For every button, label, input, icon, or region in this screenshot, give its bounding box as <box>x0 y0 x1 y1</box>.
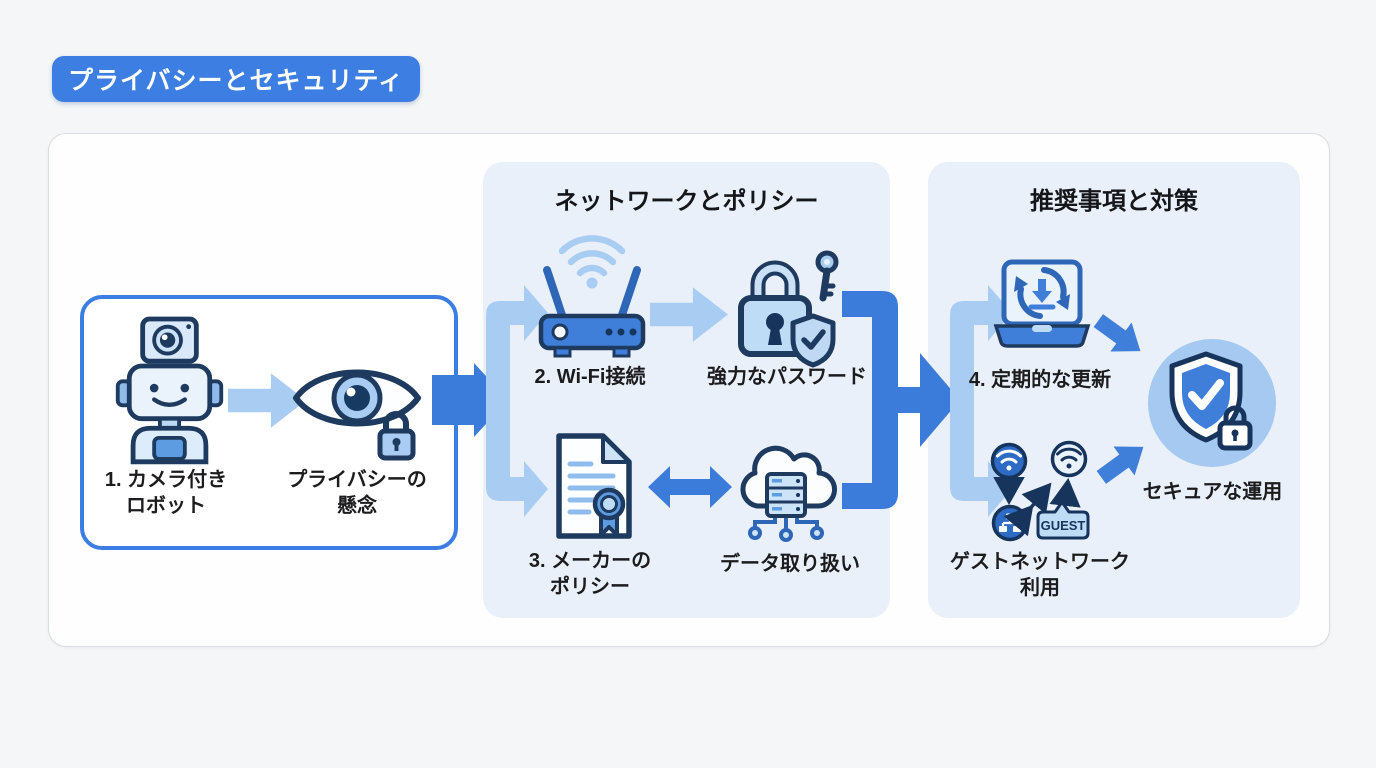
robot-label: 1. カメラ付き ロボット <box>104 469 228 517</box>
manufacturer-policy-label: 3. メーカーの ポリシー <box>528 550 652 598</box>
arrow-right-icon <box>228 373 306 428</box>
network-section-title: ネットワークとポリシー <box>554 188 819 215</box>
guest-network-icon: GUEST <box>985 438 1095 548</box>
arrow-diagonal-up-icon <box>1088 426 1160 496</box>
double-arrow-icon <box>648 466 732 508</box>
arrow-diagonal-down-icon <box>1085 302 1157 372</box>
arrow-right-icon <box>650 287 728 342</box>
regular-update-label: 4. 定期的な更新 <box>968 369 1112 391</box>
wifi-router-icon <box>533 228 651 360</box>
branch-arrow-down-icon <box>484 399 548 521</box>
privacy-concern-label: プライバシーの 懸念 <box>287 469 427 517</box>
shield-check-lock-icon <box>1168 351 1254 452</box>
password-label: 強力なパスワード <box>707 366 867 388</box>
robot-camera-icon <box>112 316 227 465</box>
network-policy-panel <box>483 162 890 618</box>
page-title: プライバシーとセキュリティ <box>67 67 404 95</box>
page-title-badge: プライバシーとセキュリティ <box>52 56 420 102</box>
data-handling-label: データ取り扱い <box>720 553 860 575</box>
branch-arrow-up-icon <box>948 281 1012 403</box>
wifi-label: 2. Wi-Fi接続 <box>534 366 646 388</box>
guest-badge-text: GUEST <box>1041 518 1086 533</box>
cloud-server-icon <box>735 438 837 542</box>
branch-arrow-up-icon <box>484 281 548 403</box>
guest-network-label: ゲストネットワーク 利用 <box>950 551 1130 599</box>
policy-document-icon <box>553 432 635 540</box>
merge-arrow-icon <box>842 281 960 519</box>
laptop-update-icon <box>988 258 1096 354</box>
padlock-key-shield-icon <box>735 248 840 368</box>
recommendation-section-title: 推奨事項と対策 <box>1030 188 1198 215</box>
eye-privacy-lock-icon <box>292 360 422 461</box>
secure-operation-label: セキュアな運用 <box>1142 481 1283 503</box>
